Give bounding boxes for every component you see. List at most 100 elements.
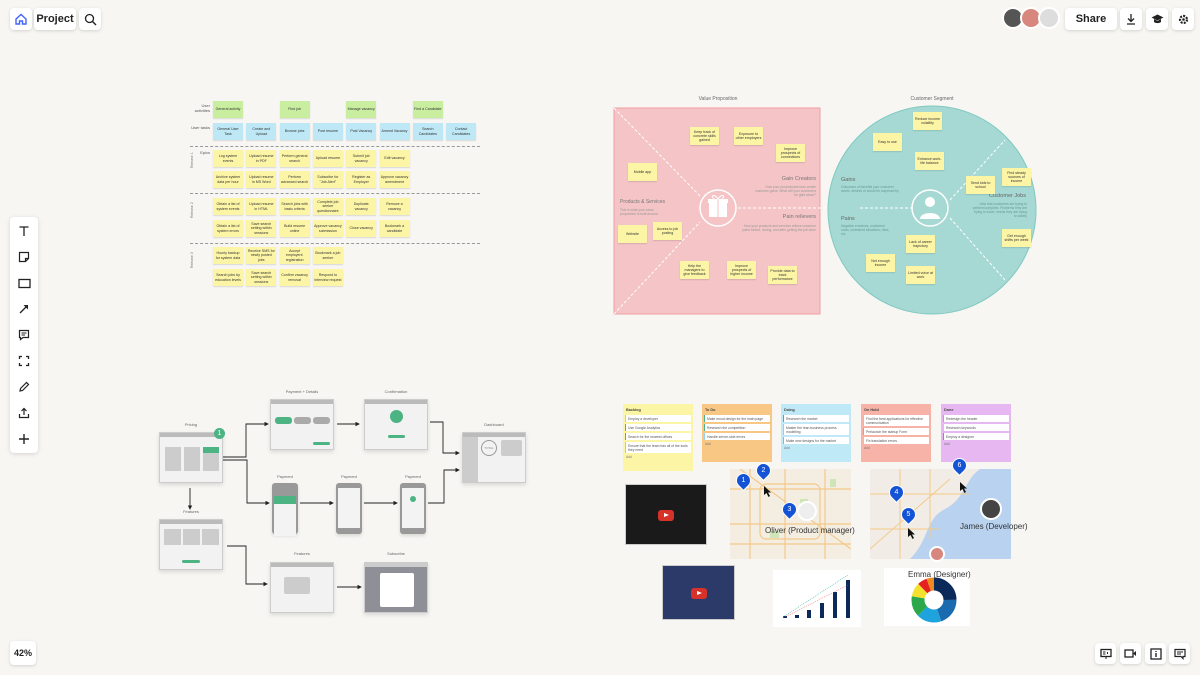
sticky-note[interactable]: Upload resume in MS Word <box>246 171 277 188</box>
add-card-button[interactable]: Add <box>626 455 632 459</box>
sticky-note[interactable]: Complete job seeker questionnaire <box>312 198 343 215</box>
kanban-card[interactable]: Master the lean business process modelli… <box>783 424 849 435</box>
text-tool[interactable] <box>14 221 34 241</box>
sticky-note[interactable]: Access to job posting <box>653 222 682 240</box>
chat-button[interactable] <box>1169 643 1190 664</box>
kanban-card[interactable]: Make new designs for the market <box>783 437 849 444</box>
sticky-note[interactable]: Improve prospects of higher income <box>727 261 756 279</box>
comment-tool[interactable] <box>14 325 34 345</box>
sticky-note[interactable]: Get enough shifts per week <box>1002 229 1031 247</box>
sticky-note[interactable]: Easy to use <box>873 133 902 151</box>
video-embed-1[interactable] <box>625 484 707 545</box>
kanban-card[interactable]: Redesign the header <box>943 415 1009 422</box>
avatar-james[interactable] <box>1038 7 1060 29</box>
shape-tool[interactable] <box>14 273 34 293</box>
add-card-button[interactable]: Add <box>784 446 790 450</box>
sticky-note[interactable]: Duplicate vacancy <box>346 198 377 215</box>
sticky-note[interactable]: Reduce income volatility <box>913 112 942 130</box>
sticky-note[interactable]: Build resume online <box>279 220 310 237</box>
settings-button[interactable] <box>1172 8 1194 30</box>
kanban-card[interactable]: Ensure that the team has all of the tool… <box>625 442 691 453</box>
kanban-card[interactable]: Research the competition <box>704 424 770 431</box>
play-icon[interactable] <box>690 587 707 599</box>
sticky-note[interactable]: Obtain a list of system events <box>213 198 243 215</box>
project-button[interactable]: Project <box>34 8 76 30</box>
sticky-note[interactable]: Receive SMS for newly posted jobs <box>246 247 277 264</box>
kanban-card[interactable]: Research the market <box>783 415 849 422</box>
connector-tool[interactable] <box>14 299 34 319</box>
kanban-card[interactable]: Make mood design for the main page <box>704 415 770 422</box>
export-button[interactable] <box>1120 8 1142 30</box>
features-wireframe[interactable] <box>270 562 334 613</box>
video-embed-2[interactable] <box>662 565 735 620</box>
sticky-note[interactable]: Amend Vacancy <box>379 123 410 140</box>
donut-chart-image[interactable] <box>884 568 970 626</box>
share-button[interactable]: Share <box>1065 8 1117 30</box>
sticky-note[interactable]: Save search setting within sessions <box>246 269 277 286</box>
sticky-note[interactable]: Respond to interview request <box>312 269 343 286</box>
sticky-note[interactable]: Mobile app <box>628 163 657 181</box>
sticky-note[interactable]: Hourly backup for system data <box>213 247 243 264</box>
video-call-button[interactable] <box>1120 643 1141 664</box>
sticky-note[interactable]: Create and Upload <box>246 123 277 140</box>
kanban-card[interactable]: Prelaunch the startup Form <box>863 428 929 435</box>
sticky-note[interactable]: Search jobs with basic criteria <box>279 198 310 215</box>
add-card-button[interactable]: Add <box>864 446 870 450</box>
pen-tool[interactable] <box>14 377 34 397</box>
sticky-note[interactable]: Find steady sources of income <box>1002 168 1031 186</box>
sticky-note[interactable]: Post Vacancy <box>346 123 377 140</box>
search-button[interactable] <box>79 8 101 30</box>
sticky-note[interactable]: Approve vacancy submission <box>312 220 343 237</box>
play-icon[interactable] <box>658 509 674 521</box>
kanban-card[interactable]: Use Google Analytics <box>625 424 691 431</box>
sticky-note[interactable]: General activity <box>213 101 243 118</box>
info-button[interactable] <box>1145 643 1166 664</box>
sticky-note[interactable]: Website <box>618 225 647 243</box>
sticky-note[interactable]: Edit vacancy <box>379 150 410 167</box>
frame-tool[interactable] <box>14 351 34 371</box>
sticky-note[interactable]: Perform general search <box>279 150 310 167</box>
sticky-note[interactable]: Save search setting within sessions <box>246 220 277 237</box>
sticky-note[interactable]: Bookmark a candidate <box>379 220 410 237</box>
add-card-button[interactable]: Add <box>705 442 711 446</box>
sticky-note[interactable]: Send kids to school <box>966 176 995 194</box>
sticky-note[interactable]: Limited voice at work <box>906 266 935 284</box>
sticky-note[interactable]: Find a Candidate <box>412 101 443 118</box>
payment-3-phone-wireframe[interactable] <box>400 483 426 534</box>
sticky-note[interactable]: Manage vacancy <box>346 101 377 118</box>
kanban-card[interactable]: Handle server-side errors <box>704 433 770 440</box>
sticky-note-tool[interactable] <box>14 247 34 267</box>
kanban-card[interactable]: Search for the nearest offices <box>625 433 691 440</box>
sticky-note[interactable]: Close vacancy <box>346 220 377 237</box>
sticky-note[interactable]: Improve prospects of connections <box>776 144 805 162</box>
comment-badge[interactable]: 1 <box>214 428 225 439</box>
sticky-note[interactable]: Log system events <box>213 150 243 167</box>
kanban-card[interactable]: Employ a designer <box>943 433 1009 440</box>
add-card-button[interactable]: Add <box>944 442 950 446</box>
kanban-card[interactable]: Fix translation errors <box>863 437 929 444</box>
confirmation-wireframe[interactable] <box>364 399 428 450</box>
payment-2-phone-wireframe[interactable] <box>336 483 362 534</box>
sticky-note[interactable]: Subscribe for "Job Alert" <box>312 171 343 188</box>
sticky-note[interactable]: Obtain a list of system errors <box>213 220 243 237</box>
sticky-note[interactable]: Bookmark a job seeker <box>312 247 343 264</box>
sticky-note[interactable]: Keep track of concrete skills gained <box>690 127 719 145</box>
sticky-note[interactable]: Search jobs by education levels <box>213 269 243 286</box>
sticky-note[interactable]: Submit job vacancy <box>346 150 377 167</box>
kanban-card[interactable]: Research keywords <box>943 424 1009 431</box>
bar-chart-image[interactable] <box>773 570 861 627</box>
sticky-note[interactable]: Enhance work-life balance <box>915 152 944 170</box>
sticky-note[interactable]: Approve vacancy amendment <box>379 171 410 188</box>
sticky-note[interactable]: Not enough income <box>866 254 895 272</box>
sticky-note[interactable]: Register as Employer <box>346 171 377 188</box>
sticky-note[interactable]: Archive system data per hour <box>213 171 243 188</box>
sticky-note[interactable]: Contact Candidates <box>446 123 477 140</box>
features-left-wireframe[interactable] <box>159 519 223 570</box>
sticky-note[interactable]: Provide data to track performance <box>768 266 797 284</box>
pricing-wireframe[interactable] <box>159 432 223 483</box>
sticky-note[interactable]: Upload resume in HTML <box>246 198 277 215</box>
sticky-note[interactable]: Browse jobs <box>279 123 310 140</box>
sticky-note[interactable]: Remove a vacancy <box>379 198 410 215</box>
sticky-note[interactable]: Confirm vacancy removal <box>279 269 310 286</box>
subscribe-wireframe[interactable] <box>364 562 428 613</box>
